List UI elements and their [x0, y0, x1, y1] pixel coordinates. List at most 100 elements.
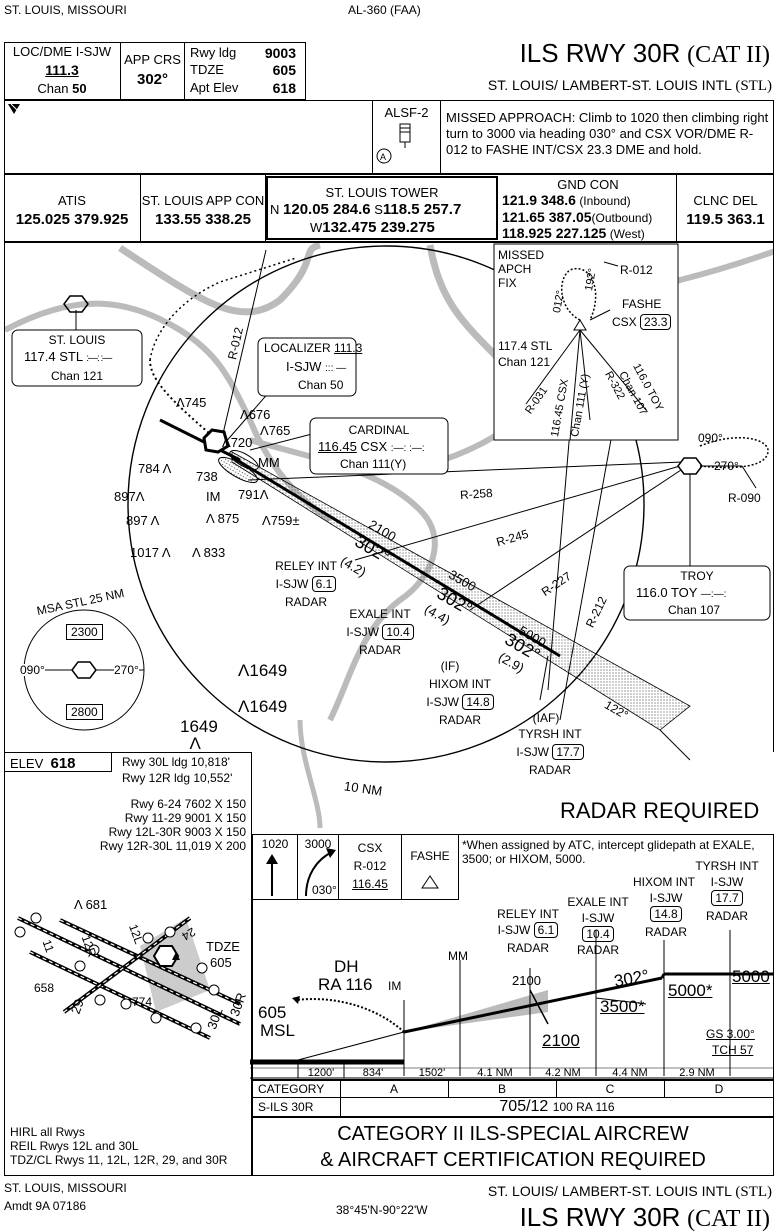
icon-030: 030°: [312, 883, 337, 897]
rwy-12l-30r: Rwy 12L-30R 9003 X 150: [108, 825, 246, 839]
alsf-label: ALSF-2: [384, 105, 429, 120]
prof-ra: RA 116: [318, 975, 373, 994]
icon-fashe: [401, 834, 459, 900]
prof-2100-top: 2100: [512, 973, 541, 988]
prof-hixom-dme: 14.8: [626, 906, 706, 922]
prof-msl: MSL: [260, 1021, 295, 1040]
troy-frequency: 116.0 TOY —:—:: [636, 585, 727, 600]
atis-label: ATIS: [58, 193, 86, 208]
cat-c: C: [605, 1082, 615, 1096]
app-crs-value: 302°: [136, 71, 169, 88]
prof-5000b: 5000: [732, 967, 770, 986]
obstacle-791: 791Λ: [238, 487, 269, 502]
troy-hold-090: 090°: [698, 431, 723, 445]
obstacle-1649b: Λ1649: [238, 697, 288, 716]
icon-fashe-label: FASHE: [410, 849, 450, 863]
gnd-west: 118.925 227.125 (West): [502, 225, 645, 241]
tower-box: [266, 176, 498, 240]
loc-channel: Chan 50: [37, 81, 87, 96]
sils-value: 705/12 100 RA 116: [499, 1098, 615, 1115]
prof-hixom: HIXOM INT: [633, 875, 695, 889]
obstacle-897a: 897Λ: [114, 489, 145, 504]
icon-3000: 3000: [304, 837, 332, 851]
sils-row: [252, 1097, 774, 1117]
elev-box: [4, 752, 112, 772]
troy-name: TROY: [680, 569, 714, 583]
prof-hixom-id: I-SJW: [649, 891, 683, 905]
obstacle-1649a: Λ1649: [238, 661, 288, 680]
tyrsh-radar: RADAR: [528, 763, 571, 777]
troy-hold-270: 270°: [714, 459, 739, 473]
icon-csx: CSX: [357, 841, 383, 855]
prof-gs: GS 3.00°: [706, 1027, 755, 1041]
inset-stl: 117.4 STL: [498, 339, 553, 353]
obstacle-738: 738: [196, 469, 218, 484]
obstacle-676: Λ676: [240, 407, 271, 422]
rwy-11-29: Rwy 11-29 9001 X 150: [124, 811, 246, 825]
rwy-30l-ldg: Rwy 30L ldg 10,818': [122, 755, 230, 769]
dist-834: 834': [362, 1067, 384, 1079]
prof-hixom-radar: RADAR: [644, 925, 687, 939]
exale-radar: RADAR: [358, 643, 401, 657]
rwy-ldg-label: Rwy ldg: [190, 45, 237, 60]
reley-dme: I-SJW 6.1: [262, 576, 350, 592]
obstacle-897b: 897 Λ: [126, 513, 160, 528]
obstacle-784: 784 Λ: [138, 461, 172, 476]
prof-2100: 2100: [542, 1031, 580, 1050]
profile-note: *When assigned by ATC, intercept glidepa…: [462, 838, 755, 866]
obstacle-1649c: 1649 Λ: [180, 717, 218, 753]
sils-label: S-ILS 30R: [258, 1100, 314, 1114]
reley-int: RELEY INT: [275, 559, 337, 573]
category-label: CATEGORY: [258, 1082, 325, 1096]
notes-tdz: TDZ/CL Rwys 11, 12L, 12R, 29, and 30R: [10, 1153, 228, 1167]
obstacle-745: Λ745: [176, 395, 207, 410]
prof-exale: EXALE INT: [567, 895, 629, 909]
msa-2800: 2800: [66, 704, 103, 720]
prof-5000a: 5000*: [668, 981, 713, 1000]
prof-dh: DH: [334, 957, 359, 976]
apt-elev-value: 618: [272, 80, 296, 96]
stl-frequency: 117.4 STL :—: :—: [24, 349, 112, 364]
page-title: ILS RWY 30R (CAT II): [519, 38, 770, 68]
briefing-strip: [4, 42, 306, 100]
cardinal-name: CARDINAL: [348, 423, 410, 437]
hixom-if: (IF): [440, 659, 460, 673]
fashe-dme: CSX 23.3: [612, 314, 672, 330]
stl-channel: Chan 121: [50, 369, 104, 383]
ap-obstacle-774: 774: [132, 995, 153, 1009]
chart-code: AL-360 (FAA): [348, 3, 421, 17]
footer-location: ST. LOUIS, MISSOURI: [4, 1181, 127, 1195]
cat-d: D: [714, 1082, 724, 1096]
notes-reil: REIL Rwys 12L and 30L: [10, 1139, 139, 1153]
hixom-int: HIXOM INT: [429, 677, 491, 691]
clnc-del-label: CLNC DEL: [693, 193, 758, 208]
prof-tyrsh-id: I-SJW: [710, 875, 744, 889]
ap-obstacle-658: 658: [34, 981, 55, 995]
atis-frequency: 125.025 379.925: [15, 211, 129, 228]
msa-2300: 2300: [66, 624, 103, 640]
airport-diagram: [4, 752, 252, 1176]
localizer-id: I-SJW ::: —: [286, 359, 347, 374]
header-location: ST. LOUIS, MISSOURI: [4, 3, 127, 17]
tower-label: ST. LOUIS TOWER: [325, 185, 439, 200]
cat-b: B: [497, 1082, 506, 1096]
prof-exale-id: I-SJW: [581, 911, 615, 925]
tyrsh-dme: I-SJW 17.7: [500, 744, 600, 760]
inset-r012: R-012: [620, 263, 653, 277]
app-crs-label: APP CRS: [124, 52, 181, 67]
troy-channel: Chan 107: [668, 603, 721, 617]
icon-11645: 116.45: [352, 877, 388, 891]
cardinal-frequency: 116.45 CSX :—: :—:: [318, 439, 425, 454]
stl-name: ST. LOUIS: [48, 333, 106, 347]
footer-coords: 38°45'N-90°22'W: [336, 1203, 428, 1217]
marker-mm: MM: [258, 455, 280, 470]
rwy-12r-30l: Rwy 12R-30L 11,019 X 200: [99, 839, 246, 853]
prof-3500: 3500*: [600, 997, 645, 1016]
prof-reley-radar: RADAR: [506, 941, 549, 955]
dist-44: 4.4 NM: [612, 1067, 648, 1079]
prof-tyrsh: TYRSH INT: [695, 859, 759, 873]
cardinal-channel: Chan 111(Y): [340, 457, 407, 471]
cat2-line1: CATEGORY II ILS-SPECIAL AIRCREW: [337, 1123, 689, 1145]
elev: ELEV 618: [10, 755, 76, 772]
